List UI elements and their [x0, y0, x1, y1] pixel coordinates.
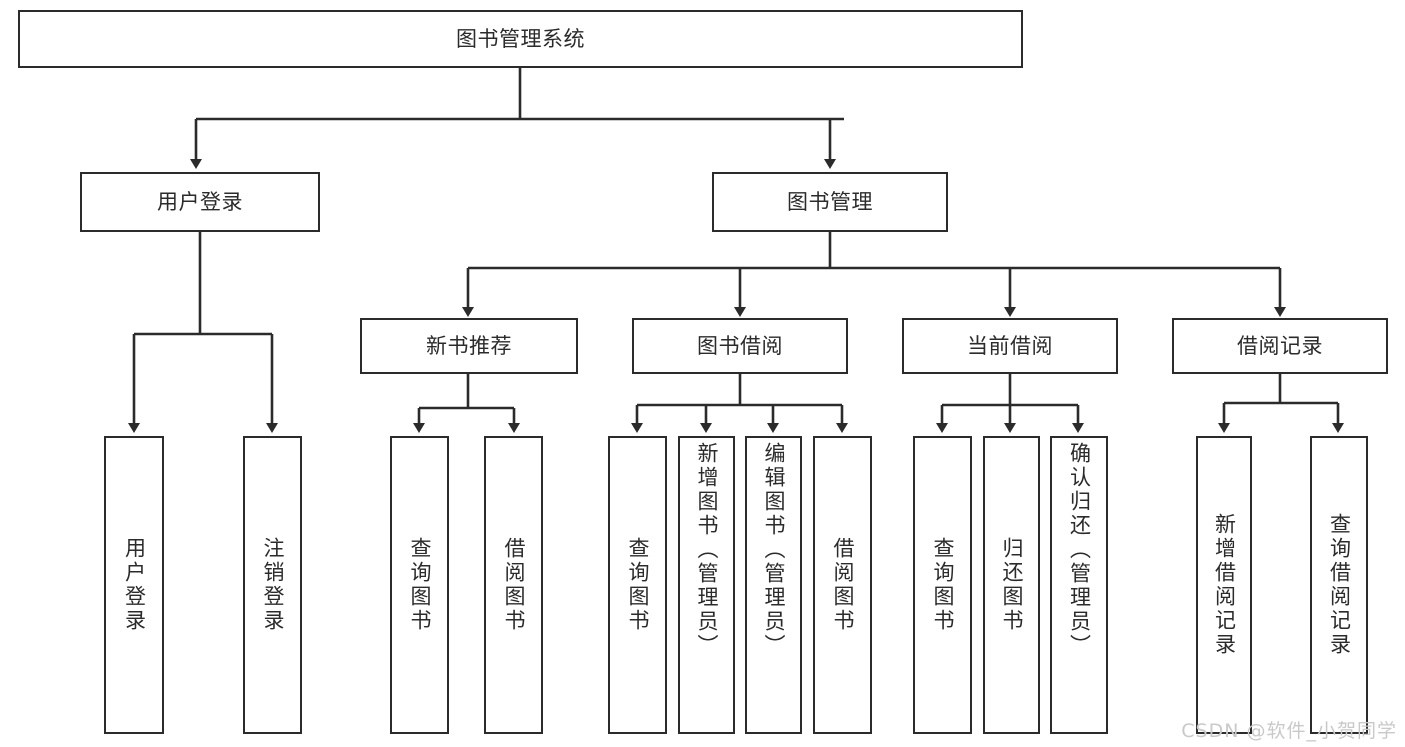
- node-label: 查询图书: [931, 537, 955, 633]
- node-label: 查询借阅记录: [1327, 513, 1352, 657]
- node-leaf-edit-book-admin[interactable]: 编辑图书（管理员）: [745, 436, 802, 734]
- node-label: 查询图书: [408, 537, 432, 633]
- node-book-borrow[interactable]: 图书借阅: [632, 318, 848, 374]
- node-label: 新书推荐: [426, 333, 512, 358]
- node-label: 图书管理: [787, 189, 873, 214]
- node-leaf-query-book-recommend[interactable]: 查询图书: [390, 436, 449, 734]
- node-label: 借阅记录: [1237, 333, 1323, 358]
- node-leaf-logout[interactable]: 注销登录: [243, 436, 302, 734]
- node-label: 归还图书: [1000, 537, 1024, 633]
- node-label: 图书管理系统: [456, 26, 585, 51]
- node-label: 用户登录: [157, 189, 243, 214]
- node-book-management[interactable]: 图书管理: [712, 172, 948, 232]
- node-label: 查询图书: [626, 537, 650, 633]
- node-user-login[interactable]: 用户登录: [80, 172, 320, 232]
- node-leaf-query-book-current[interactable]: 查询图书: [913, 436, 972, 734]
- node-leaf-borrow-book[interactable]: 借阅图书: [813, 436, 872, 734]
- node-leaf-return-book[interactable]: 归还图书: [983, 436, 1040, 734]
- node-label: 当前借阅: [967, 333, 1053, 358]
- node-leaf-borrow-book-recommend[interactable]: 借阅图书: [484, 436, 543, 734]
- node-leaf-query-borrow-record[interactable]: 查询借阅记录: [1310, 436, 1368, 734]
- node-label: 借阅图书: [831, 537, 855, 633]
- node-leaf-confirm-return-admin[interactable]: 确认归还（管理员）: [1050, 436, 1108, 734]
- node-root-book-management-system[interactable]: 图书管理系统: [18, 10, 1023, 68]
- node-current-borrow[interactable]: 当前借阅: [902, 318, 1118, 374]
- node-label: 确认归还（管理员）: [1067, 442, 1092, 658]
- node-leaf-add-borrow-record[interactable]: 新增借阅记录: [1196, 436, 1252, 734]
- node-label: 注销登录: [261, 537, 285, 633]
- node-leaf-query-book-borrow[interactable]: 查询图书: [608, 436, 667, 734]
- node-label: 用户登录: [122, 537, 147, 633]
- node-label: 新增借阅记录: [1212, 513, 1237, 657]
- node-label: 编辑图书（管理员）: [762, 442, 786, 658]
- watermark-text: CSDN @软件_小贺同学: [1181, 720, 1397, 742]
- node-label: 新增图书（管理员）: [695, 442, 719, 658]
- node-label: 借阅图书: [502, 537, 526, 633]
- node-borrow-record[interactable]: 借阅记录: [1172, 318, 1388, 374]
- node-leaf-user-login[interactable]: 用户登录: [104, 436, 164, 734]
- node-leaf-add-book-admin[interactable]: 新增图书（管理员）: [678, 436, 735, 734]
- node-label: 图书借阅: [697, 333, 783, 358]
- node-new-book-recommend[interactable]: 新书推荐: [360, 318, 578, 374]
